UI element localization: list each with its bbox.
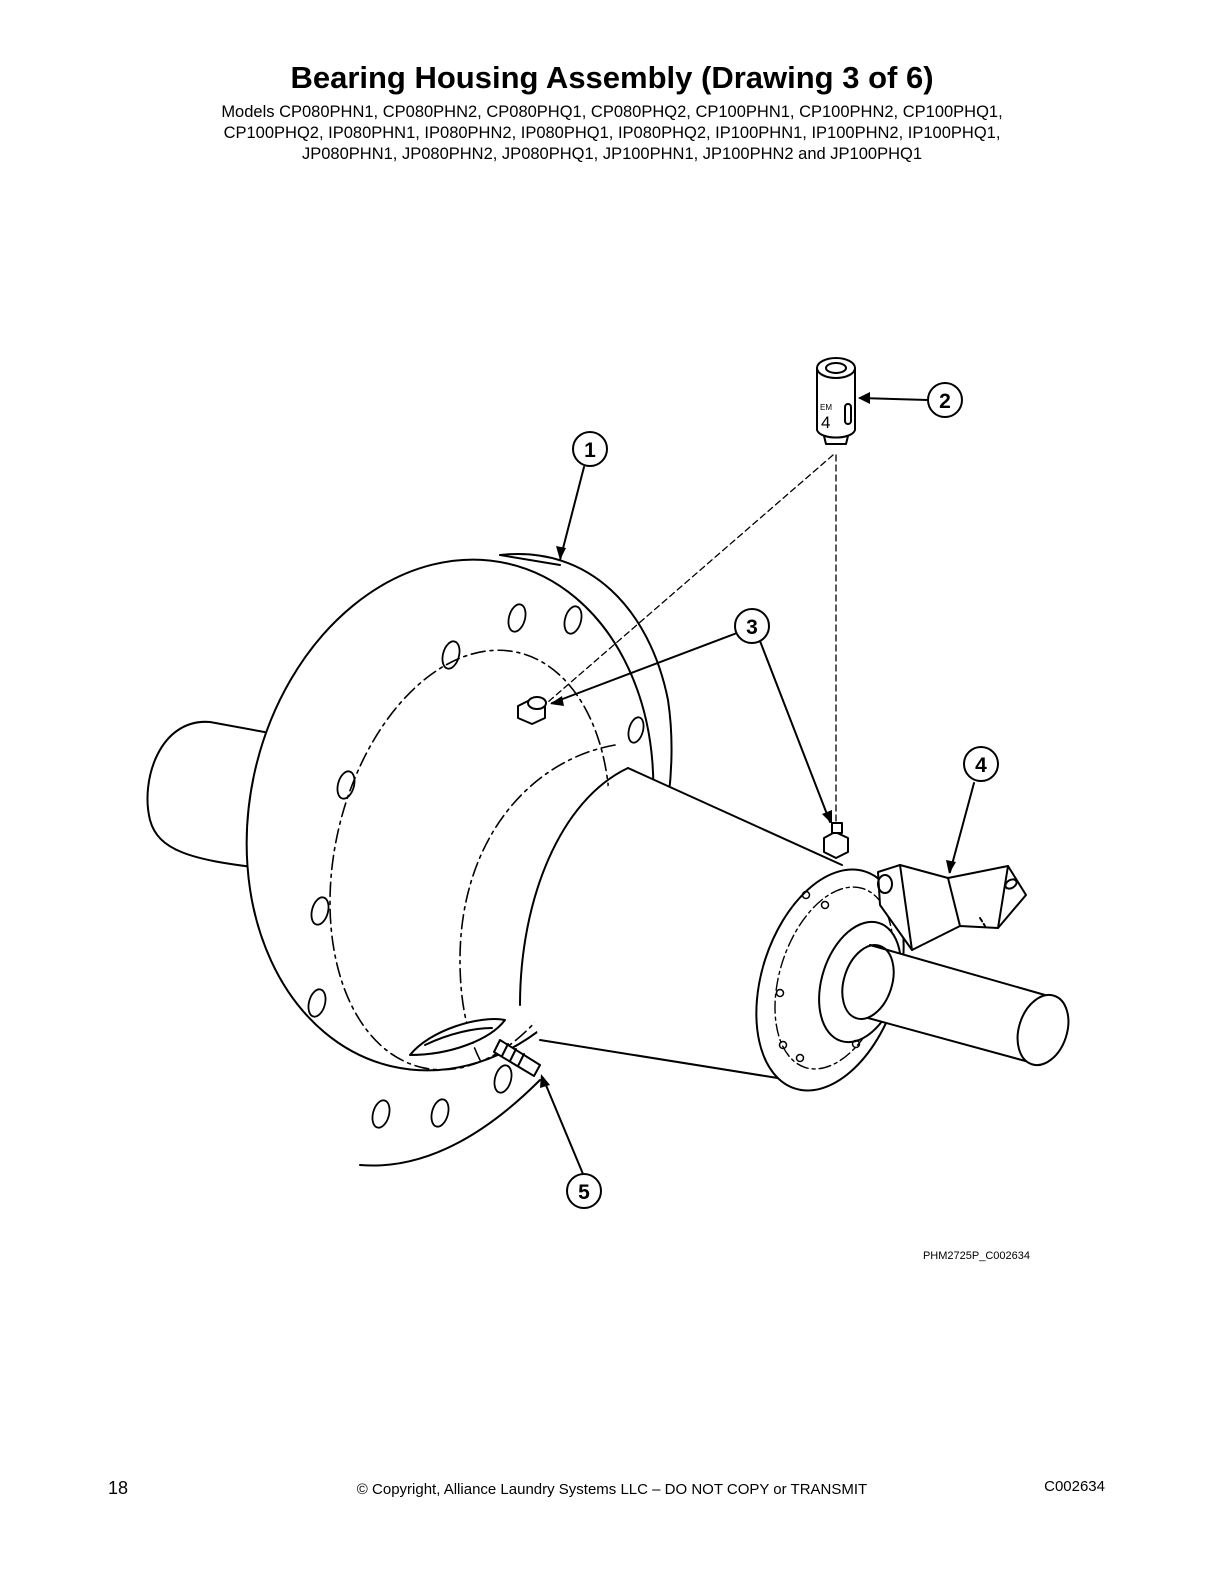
callout-5: 5 — [578, 1181, 590, 1204]
callout-1: 1 — [584, 439, 596, 462]
models-line: CP100PHQ2, IP080PHN1, IP080PHN2, IP080PH… — [223, 124, 1001, 142]
right-shaft — [841, 944, 1070, 1067]
callout-3: 3 — [746, 616, 758, 639]
grease-fitting-lower — [823, 822, 849, 859]
copyright-notice: © Copyright, Alliance Laundry Systems LL… — [356, 1481, 868, 1498]
leader-arrows — [542, 397, 975, 1175]
bracket — [877, 864, 1027, 951]
drawing-reference-code: PHM2725P_C002634 — [922, 1250, 1030, 1262]
arrowheads — [540, 392, 956, 1088]
callout-2: 2 — [939, 390, 951, 413]
callout-circles — [566, 382, 999, 1209]
models-line: JP080PHN1, JP080PHN2, JP080PHQ1, JP100PH… — [302, 145, 922, 163]
drain-fitting — [493, 1039, 541, 1077]
lubricator-number: 4 — [821, 413, 830, 432]
lubricator: EM 4 — [816, 357, 856, 445]
page-number: 18 — [108, 1478, 129, 1498]
install-lines — [547, 454, 837, 823]
models-list: Models CP080PHN1, CP080PHN2, CP080PHQ1, … — [150, 102, 1074, 165]
document-code: C002634 — [1044, 1478, 1105, 1495]
lubricator-brand: EM — [820, 403, 832, 412]
models-line: Models CP080PHN1, CP080PHN2, CP080PHQ1, … — [221, 103, 1003, 121]
grease-fitting-upper — [517, 696, 547, 725]
callout-4: 4 — [975, 754, 987, 777]
page-title: Bearing Housing Assembly (Drawing 3 of 6… — [290, 60, 934, 95]
